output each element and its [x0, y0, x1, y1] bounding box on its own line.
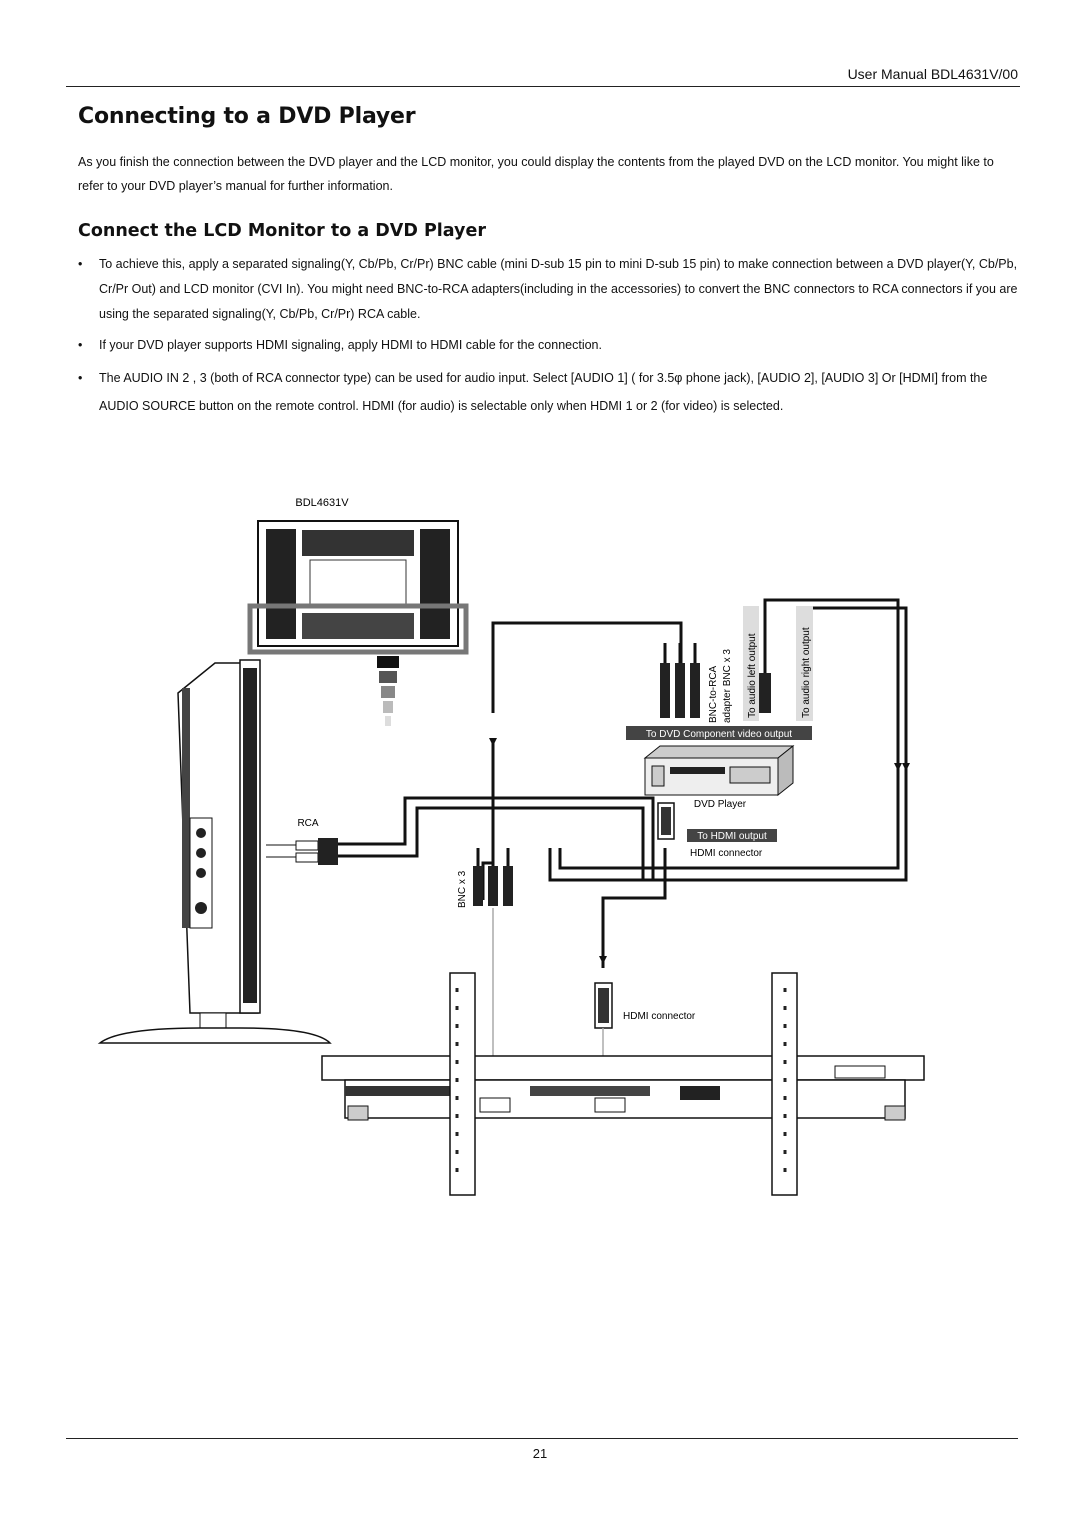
manual-header-label: User Manual BDL4631V/00 — [847, 66, 1018, 82]
cable-paths — [338, 598, 908, 968]
rca-connectors — [266, 838, 338, 865]
hdmi-output-label-bg — [687, 829, 777, 842]
bullet-item: The AUDIO IN 2 , 3 (both of RCA connecto… — [78, 364, 1020, 420]
hdmi-connector-label-bottom: HDMI connector — [623, 1011, 696, 1022]
instruction-list: To achieve this, apply a separated signa… — [78, 252, 1020, 424]
dvd-player-label: DVD Player — [694, 799, 747, 810]
rca-label: RCA — [297, 818, 318, 829]
bnc-label: BNC x 3 — [457, 870, 468, 908]
component-label-bg — [626, 726, 812, 740]
adapter-label: adapter BNC x 3 — [722, 649, 733, 723]
bnc-rca-adapters — [660, 643, 700, 718]
bnc-connectors — [473, 848, 513, 906]
hdmi-output-label: To HDMI output — [697, 831, 767, 842]
audio-left-label-bg — [743, 606, 759, 721]
model-label: BDL4631V — [295, 497, 349, 509]
intro-paragraph: As you finish the connection between the… — [78, 155, 994, 193]
hdmi-connector-label-top: HDMI connector — [690, 848, 763, 859]
section-title: Connect the LCD Monitor to a DVD Player — [78, 221, 486, 241]
cable-arrows — [489, 738, 910, 964]
audio-right-label-bg — [796, 606, 813, 721]
footer-divider — [66, 1438, 1018, 1439]
bullet-item: To achieve this, apply a separated signa… — [78, 252, 1020, 327]
dvd-player-icon — [643, 744, 795, 797]
hdmi-connector-top — [657, 802, 675, 840]
component-output-label: To DVD Component video output — [646, 729, 792, 740]
connection-diagram: BDL4631V RCA — [97, 497, 925, 1196]
header-divider — [66, 86, 1020, 87]
bullet-item: If your DVD player supports HDMI signali… — [78, 333, 1020, 358]
audio-right-label: To audio right output — [801, 627, 812, 718]
page-title: Connecting to a DVD Player — [78, 104, 416, 129]
bnc-rca-label: BNC-to-RCA — [708, 665, 719, 723]
page-number: 21 — [532, 1446, 548, 1461]
audio-left-label: To audio left output — [747, 633, 758, 718]
monitor-rear-view — [247, 520, 469, 655]
zoom-indicator — [377, 656, 399, 726]
monitor-bottom-view — [321, 972, 925, 1196]
monitor-side-view — [97, 659, 332, 1044]
